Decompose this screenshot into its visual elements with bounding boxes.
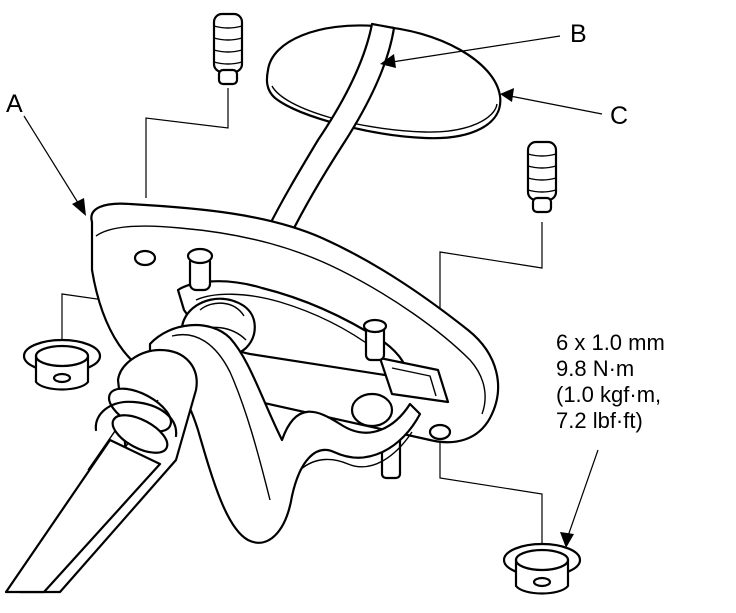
stud-bolt-left [212,12,244,86]
bolt-hole-right [428,423,452,441]
shift-cable-lower [4,348,198,594]
callout-arrows [23,35,603,548]
flange-nut-right [502,542,582,595]
fastener-spec: 6 x 1.0 mm 9.8 N·m (1.0 kgf·m, 7.2 lbf·f… [556,330,665,434]
cable-clamp [148,324,422,544]
torque-kgfm: (1.0 kgf·m, [556,382,662,407]
torque-nm: 9.8 N·m [556,356,635,381]
label-b: B [570,20,587,48]
arrow-c-head [500,88,514,102]
label-a: A [6,90,23,118]
stud-bolt-right [526,140,558,214]
flange-nut-left [22,338,102,391]
arrow-b-head [380,54,396,68]
label-c: C [610,102,629,130]
bolt-hole-left [133,249,157,267]
arrow-spec-head [560,532,574,548]
arrow-a-head [72,198,86,216]
grommet-seal [265,24,502,140]
torque-lbfft: 7.2 lbf·ft) [556,408,643,433]
fastener-size: 6 x 1.0 mm [556,330,665,355]
